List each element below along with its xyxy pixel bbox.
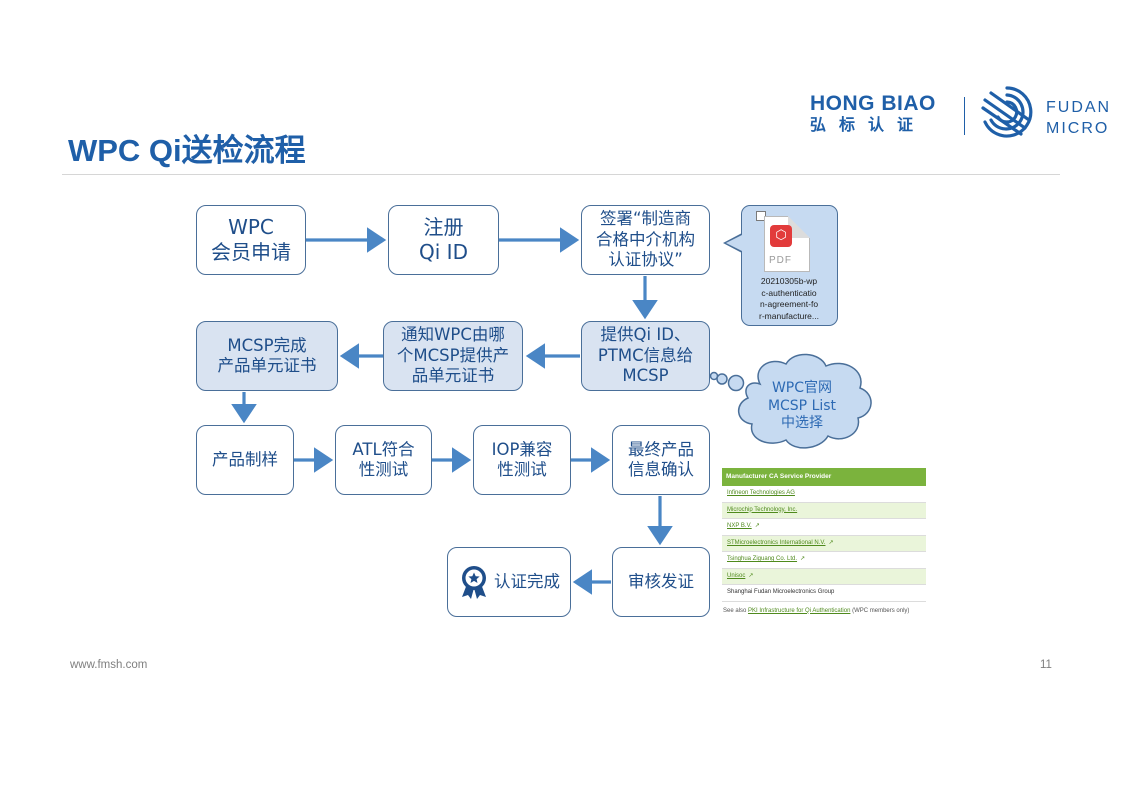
step-final-confirm: 最终产品 信息确认 — [612, 425, 710, 495]
step-iop-test: IOP兼容 性测试 — [473, 425, 571, 495]
external-link-icon[interactable]: ↗ — [748, 572, 754, 579]
mcsp-provider-name: Shanghai Fudan Microelectronics Group — [727, 589, 835, 595]
external-link-icon[interactable]: ↗ — [800, 556, 806, 562]
step-notify-wpc-label: 通知WPC由哪 个MCSP提供产 品单元证书 — [396, 325, 510, 386]
pdf-type-label: PDF — [769, 255, 792, 266]
mcsp-provider-name[interactable]: NXP B.V. — [727, 523, 752, 529]
table-row: Shanghai Fudan Microelectronics Group — [722, 585, 926, 602]
mcsp-provider-name[interactable]: Infineon Technologies AG — [727, 490, 795, 496]
fudan-logo-mark — [981, 86, 1033, 138]
step-atl-test-label: ATL符合 性测试 — [352, 439, 415, 480]
pdf-filename[interactable]: 20210305b-wp c-authenticatio n-agreement… — [759, 276, 819, 321]
step-product-sample-label: 产品制样 — [212, 449, 278, 469]
step-mcsp-complete-label: MCSP完成 产品单元证书 — [217, 335, 317, 376]
fudan-logo-line2: MICRO — [1046, 120, 1110, 137]
logo-divider — [964, 97, 965, 135]
step-register-qi-id: 注册 Qi ID — [388, 205, 499, 275]
step-cert-complete-label: 认证完成 — [494, 571, 560, 591]
mcsp-table-body: Infineon Technologies AG Microchip Techno… — [722, 486, 926, 602]
step-atl-test: ATL符合 性测试 — [335, 425, 432, 495]
cloud-callout — [709, 353, 872, 449]
step-cert-complete: 认证完成 — [447, 547, 571, 617]
step-final-confirm-label: 最终产品 信息确认 — [628, 439, 694, 480]
hongbiao-logo-en: HONG BIAO — [810, 92, 936, 115]
hongbiao-logo: HONG BIAO 弘标认证 — [810, 92, 952, 136]
note-prefix: See also — [723, 607, 747, 614]
pki-link[interactable]: PKI Infrastructure for Qi Authentication — [748, 607, 851, 614]
step-provide-info-label: 提供Qi ID、 PTMC信息给 MCSP — [597, 325, 694, 386]
mcsp-provider-name[interactable]: Unisoc — [727, 572, 746, 579]
note-suffix: (WPC members only) — [852, 607, 910, 614]
mcsp-table-header: Manufacturer CA Service Provider — [722, 468, 926, 486]
footer-url: www.fmsh.com — [70, 659, 148, 671]
mcsp-list-table: Manufacturer CA Service Provider Infineo… — [722, 468, 926, 617]
mcsp-provider-name[interactable]: Tsinghua Ziguang Co. Ltd. — [727, 556, 798, 562]
step-review-issue-label: 审核发证 — [628, 571, 694, 591]
slide-title: WPC Qi送检流程 — [68, 133, 306, 168]
step-register-qi-id-label: 注册 Qi ID — [419, 215, 468, 264]
pdf-callout-tail-fill — [726, 235, 742, 251]
step-notify-wpc: 通知WPC由哪 个MCSP提供产 品单元证书 — [383, 321, 523, 391]
step-sign-agreement-label: 签署“制造商 合格中介机构 认证协议” — [596, 209, 695, 270]
fudan-logo-text: FUDAN MICRO — [1046, 97, 1111, 139]
step-iop-test-label: IOP兼容 性测试 — [491, 439, 553, 480]
pdf-file-icon[interactable]: ⬡ PDF — [764, 216, 810, 272]
hongbiao-logo-cn: 弘标认证 — [810, 117, 927, 134]
mcsp-provider-name[interactable]: Microchip Technology, Inc. — [727, 506, 798, 513]
cloud-note-text: WPC官网 MCSP List 中选择 — [767, 380, 837, 431]
external-link-icon[interactable]: ↗ — [754, 523, 760, 529]
award-ribbon-icon — [462, 566, 486, 599]
title-divider — [62, 174, 1060, 175]
table-row: Unisoc↗ — [722, 568, 926, 585]
step-wpc-apply: WPC 会员申请 — [196, 205, 306, 275]
step-provide-info: 提供Qi ID、 PTMC信息给 MCSP — [581, 321, 710, 391]
pdf-app-icon: ⬡ — [770, 225, 792, 247]
table-row: STMicroelectronics International N.V.↗ — [722, 535, 926, 552]
table-row: Infineon Technologies AG — [722, 486, 926, 503]
step-wpc-apply-label: WPC 会员申请 — [211, 215, 291, 264]
table-row: NXP B.V.↗ — [722, 519, 926, 536]
table-row: Tsinghua Ziguang Co. Ltd.↗ — [722, 552, 926, 569]
step-product-sample: 产品制样 — [196, 425, 294, 495]
fudan-logo-line1: FUDAN — [1046, 99, 1112, 116]
external-link-icon[interactable]: ↗ — [828, 539, 834, 546]
step-mcsp-complete: MCSP完成 产品单元证书 — [196, 321, 338, 391]
page-number: 11 — [1040, 659, 1052, 671]
page-fold — [788, 216, 810, 238]
step-sign-agreement: 签署“制造商 合格中介机构 认证协议” — [581, 205, 710, 275]
mcsp-provider-name[interactable]: STMicroelectronics International N.V. — [727, 539, 826, 546]
table-row: Microchip Technology, Inc. — [722, 502, 926, 519]
mcsp-table-note: See also PKI Infrastructure for Qi Authe… — [722, 605, 926, 617]
step-review-issue: 审核发证 — [612, 547, 710, 617]
